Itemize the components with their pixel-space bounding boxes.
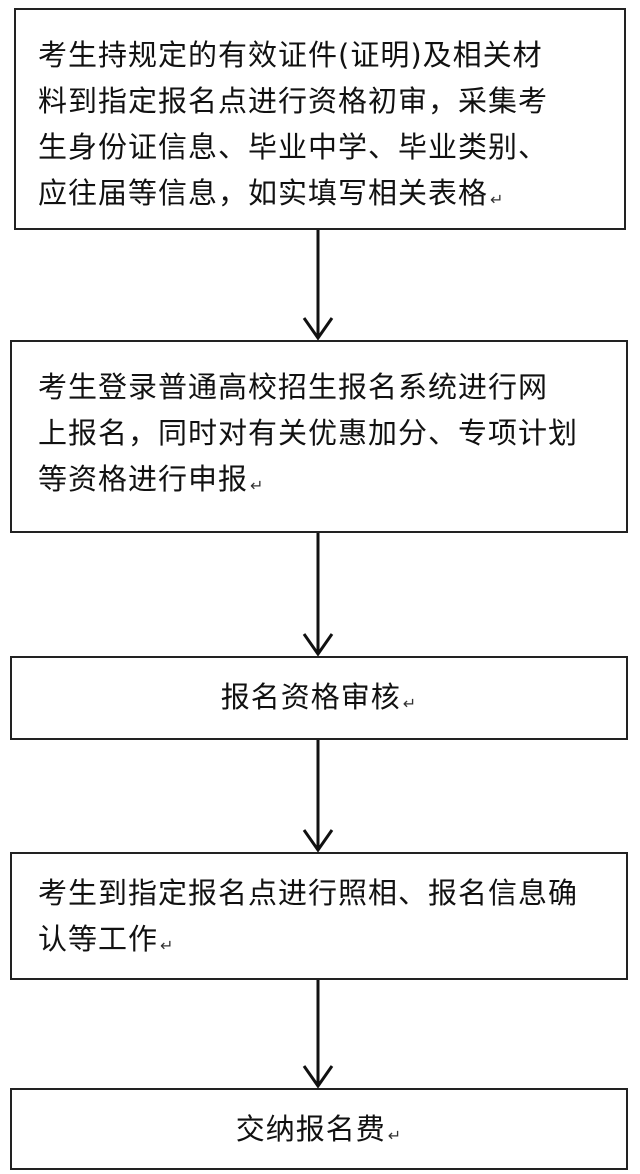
connector-arrow-4 — [302, 980, 334, 1089]
paragraph-mark-icon: ↵ — [387, 1126, 403, 1145]
connector-arrow-2 — [302, 533, 334, 657]
connector-arrow-3 — [302, 740, 334, 853]
step-2-line-2: 上报名，同时对有关优惠加分、专项计划 — [38, 416, 579, 450]
step-4-line-2-text: 认等工作 — [38, 922, 159, 956]
step-4-line-2: 认等工作↵ — [38, 916, 616, 969]
step-3-text: 报名资格审核 — [220, 680, 401, 714]
paragraph-mark-icon: ↵ — [402, 694, 418, 713]
step-2-line-1: 考生登录普通高校招生报名系统进行网 — [38, 370, 549, 404]
flow-step-5: 交纳报名费↵ — [10, 1088, 628, 1170]
step-1-line-2: 料到指定报名点进行资格初审，采集考 — [38, 84, 549, 118]
connector-arrow-1 — [302, 230, 334, 341]
flow-step-2: 考生登录普通高校招生报名系统进行网 上报名，同时对有关优惠加分、专项计划 等资格… — [10, 340, 628, 533]
step-5-line-1: 交纳报名费↵ — [22, 1106, 616, 1159]
flow-step-1: 考生持规定的有效证件(证明)及相关材 料到指定报名点进行资格初审，采集考 生身份… — [14, 8, 626, 230]
step-1-line-1: 考生持规定的有效证件(证明)及相关材 — [38, 38, 543, 72]
step-2-line-3: 等资格进行申报↵ — [38, 456, 616, 509]
step-1-line-4-text: 应往届等信息，如实填写相关表格 — [38, 176, 489, 210]
step-1-line-3: 生身份证信息、毕业中学、毕业类别、 — [38, 130, 549, 164]
flow-step-3: 报名资格审核↵ — [10, 656, 628, 740]
paragraph-mark-icon: ↵ — [160, 936, 175, 955]
step-5-text: 交纳报名费 — [235, 1112, 386, 1146]
step-1-line-4: 应往届等信息，如实填写相关表格↵ — [38, 170, 614, 223]
flow-step-4: 考生到指定报名点进行照相、报名信息确 认等工作↵ — [10, 852, 628, 980]
paragraph-mark-icon: ↵ — [250, 476, 265, 495]
step-3-line-1: 报名资格审核↵ — [22, 674, 616, 727]
step-2-line-3-text: 等资格进行申报 — [38, 462, 249, 496]
step-4-line-1: 考生到指定报名点进行照相、报名信息确 — [38, 876, 579, 910]
paragraph-mark-icon: ↵ — [490, 190, 505, 209]
